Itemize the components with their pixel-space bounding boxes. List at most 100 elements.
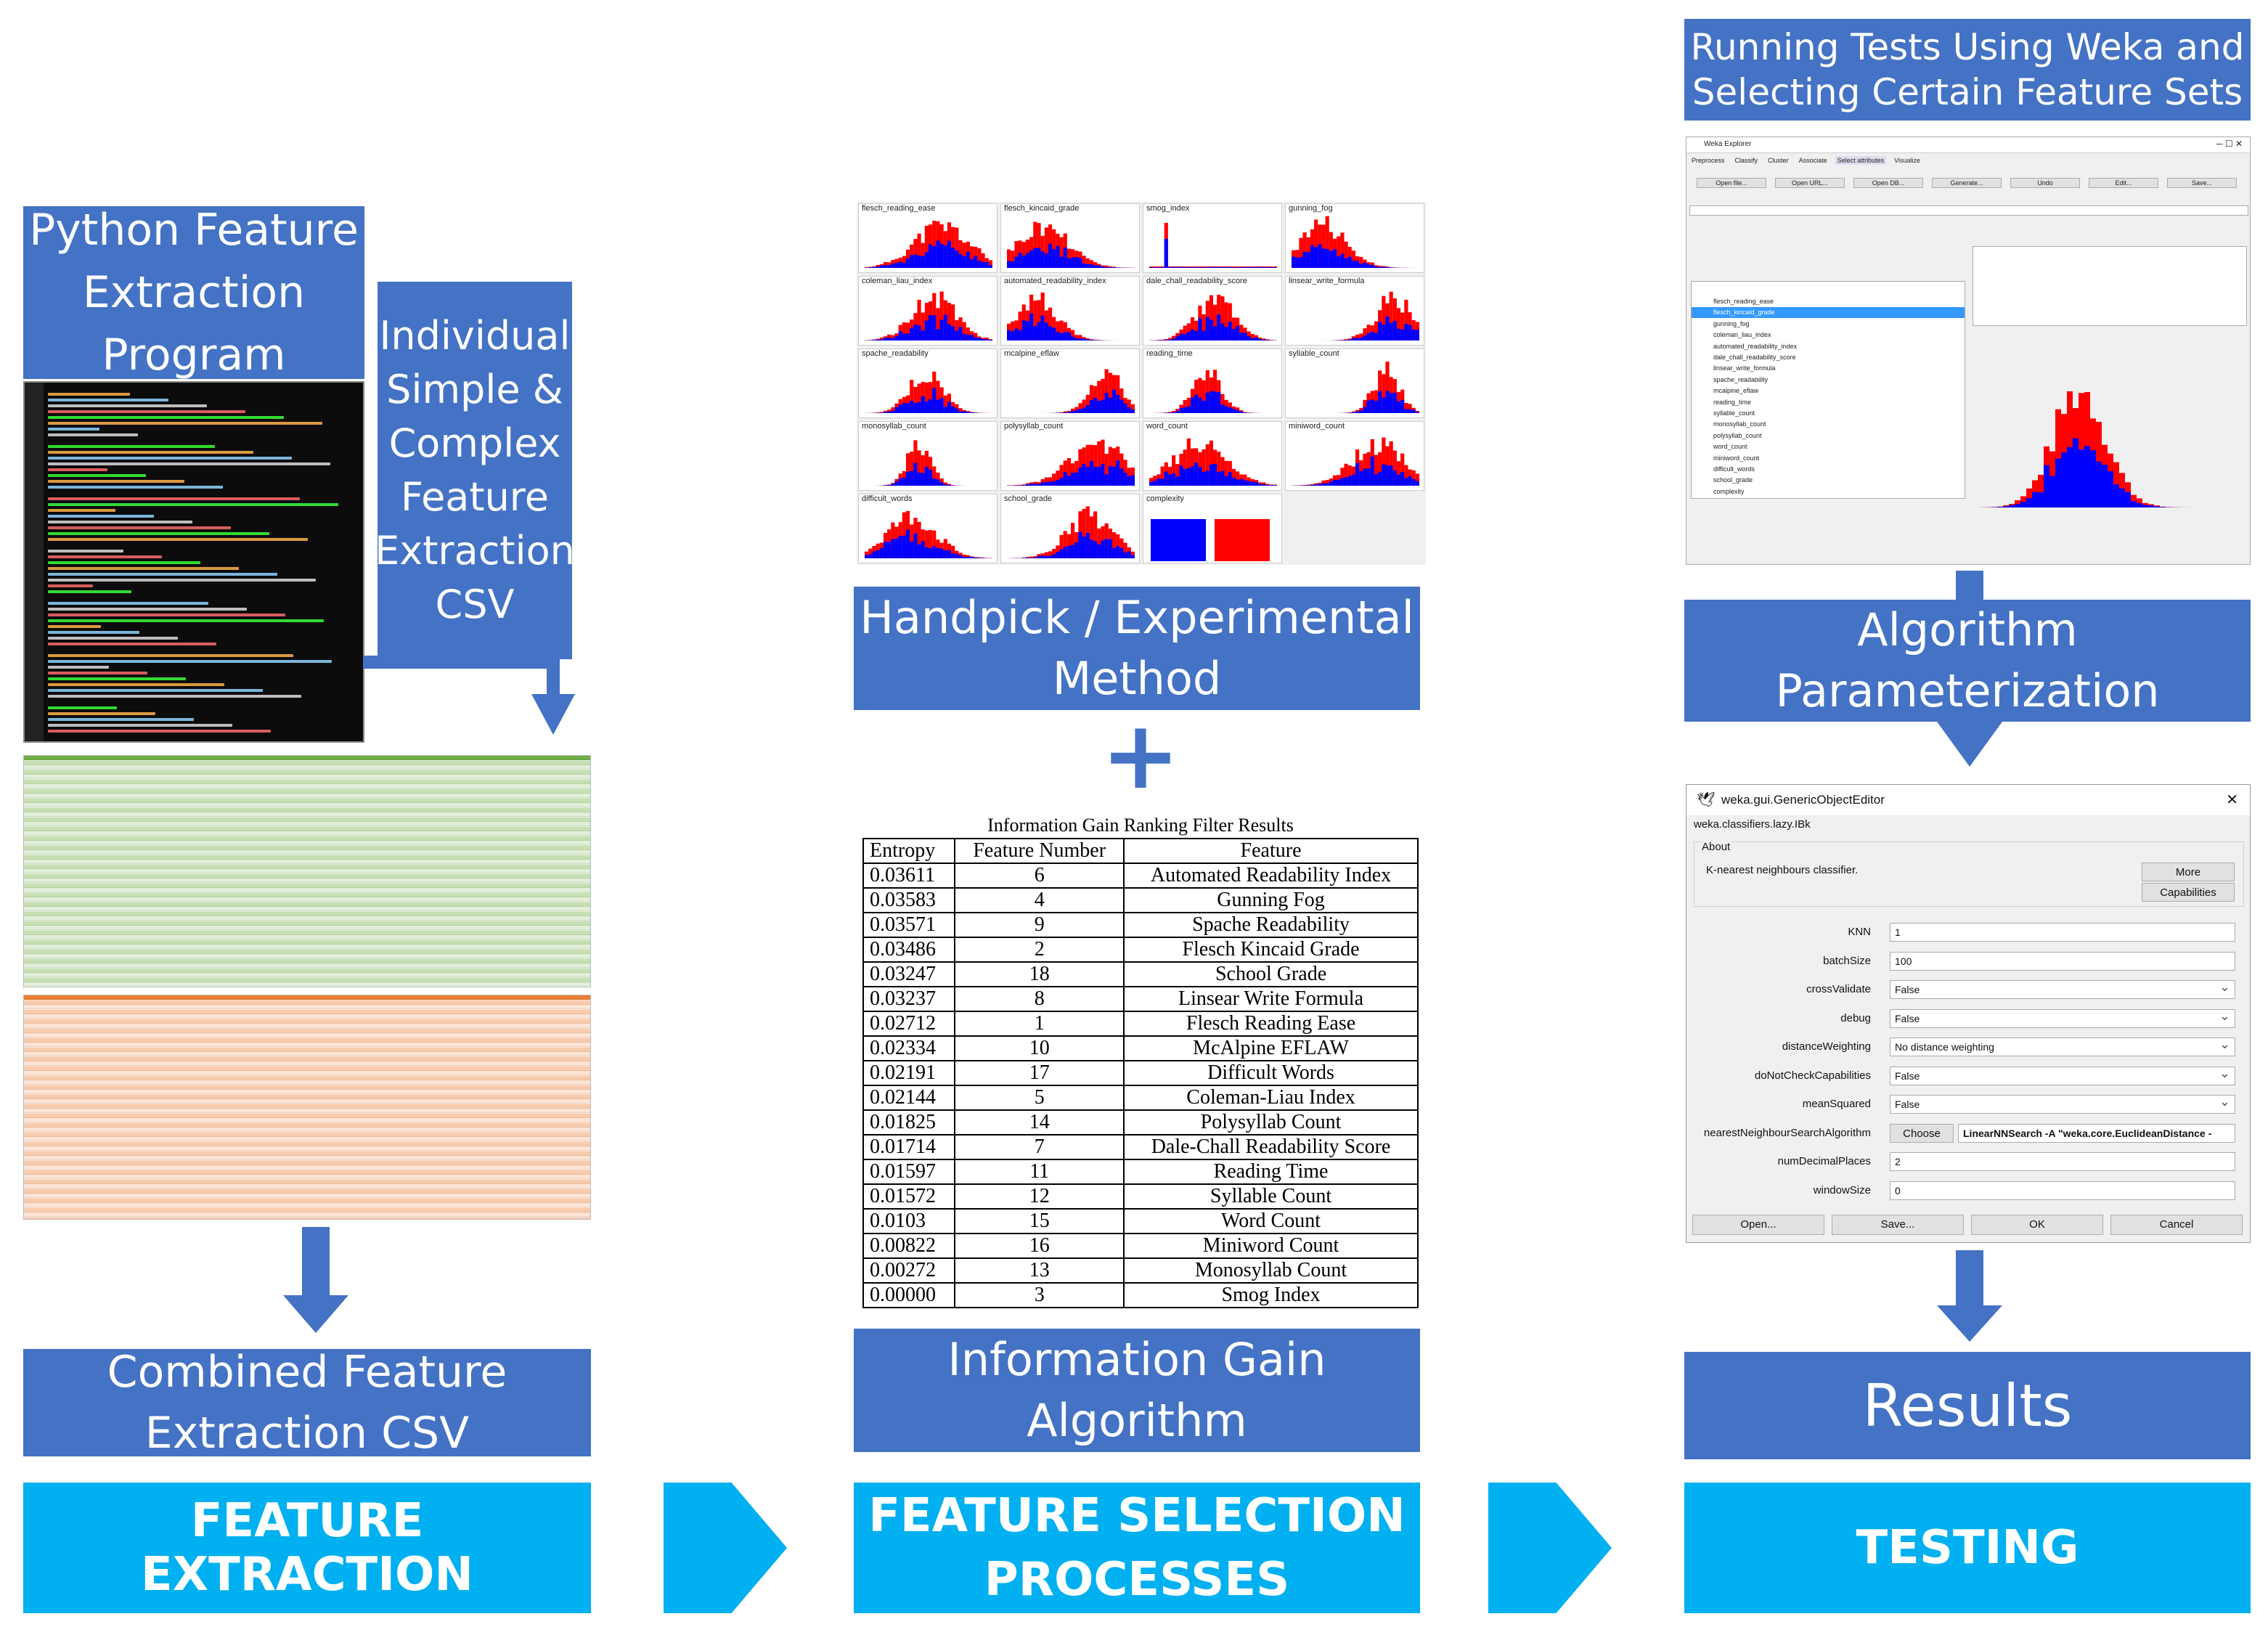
histogram-bar-red bbox=[1250, 333, 1255, 341]
attribute-row[interactable]: complexity bbox=[1692, 486, 1965, 497]
code-line bbox=[48, 677, 186, 680]
attribute-row[interactable]: difficult_words bbox=[1692, 464, 1965, 475]
histogram-bar-blue bbox=[905, 403, 910, 413]
histogram-bar-blue bbox=[905, 333, 910, 341]
generic-object-editor: 🕊 weka.gui.GenericObjectEditor ✕ weka.cl… bbox=[1686, 784, 2251, 1243]
histogram-bar-red bbox=[1400, 312, 1405, 341]
histogram-bar-red bbox=[1052, 548, 1056, 558]
histogram-bar-red bbox=[1314, 219, 1318, 268]
histogram-bar-blue bbox=[891, 410, 895, 413]
close-icon[interactable]: ✕ bbox=[2226, 792, 2238, 808]
histogram-bar-blue bbox=[1378, 391, 1382, 413]
weka-tab[interactable]: Select attributes bbox=[1835, 156, 1887, 165]
table-cell: Linsear Write Formula bbox=[1123, 986, 1419, 1012]
histogram-bar-blue bbox=[1059, 333, 1064, 341]
param-dropdown[interactable]: False bbox=[1890, 1095, 2235, 1114]
histogram-bar-red bbox=[1382, 374, 1386, 413]
histogram-bar-blue bbox=[1366, 468, 1371, 486]
weka-button[interactable]: Undo bbox=[2010, 178, 2080, 188]
code-line bbox=[48, 672, 147, 674]
capabilities-button[interactable]: Capabilities bbox=[2142, 883, 2235, 902]
footer-button[interactable]: Cancel bbox=[2110, 1215, 2243, 1235]
weka-tab[interactable]: Visualize bbox=[1894, 157, 1920, 164]
histogram-bar-blue bbox=[910, 470, 914, 486]
histogram-bar-blue bbox=[1209, 464, 1213, 486]
histogram-bar-blue bbox=[1347, 412, 1352, 413]
sheet-row bbox=[24, 1128, 590, 1132]
attribute-row[interactable]: flesch_kincaid_grade bbox=[1692, 307, 1965, 319]
histogram-bar-red bbox=[1329, 232, 1333, 268]
histogram-bar-red bbox=[977, 248, 982, 268]
param-dropdown[interactable]: No distance weighting bbox=[1890, 1037, 2235, 1056]
histogram-bar-blue bbox=[1089, 264, 1094, 268]
weka-button[interactable]: Save... bbox=[2167, 178, 2237, 188]
footer-button[interactable]: Save... bbox=[1832, 1215, 1964, 1235]
weka-tab[interactable]: Classify bbox=[1734, 157, 1758, 164]
histogram-bar-red bbox=[891, 407, 895, 413]
histogram-bar-red bbox=[1175, 464, 1180, 486]
code-line bbox=[48, 573, 277, 576]
param-input[interactable]: 2 bbox=[1890, 1152, 2235, 1171]
attribute-row[interactable]: automated_readability_index bbox=[1692, 341, 1965, 352]
attribute-row[interactable]: flesch_reading_ease bbox=[1692, 296, 1965, 307]
choose-button[interactable]: Choose bbox=[1890, 1123, 1954, 1143]
window-controls-icon[interactable]: ─ ☐ ✕ bbox=[2216, 139, 2243, 149]
histogram-bar-red bbox=[1078, 449, 1082, 486]
info-gain-table-caption: Information Gain Ranking Filter Results bbox=[987, 815, 1294, 836]
histogram-bar-red bbox=[1160, 339, 1164, 341]
param-dropdown[interactable]: False bbox=[1890, 1008, 2235, 1028]
histogram-bar-blue bbox=[1172, 338, 1176, 341]
weka-button[interactable]: Open URL... bbox=[1775, 178, 1845, 188]
param-input[interactable]: 1 bbox=[1890, 923, 2235, 942]
code-line bbox=[48, 555, 162, 558]
weka-tab[interactable]: Associate bbox=[1798, 157, 1827, 164]
param-dropdown[interactable]: False bbox=[1890, 980, 2235, 999]
histogram-bar-blue bbox=[1209, 319, 1213, 341]
attribute-row[interactable]: linsear_write_formula bbox=[1692, 363, 1965, 374]
attribute-row[interactable]: monosyllab_count bbox=[1692, 419, 1965, 430]
sheet-row bbox=[24, 798, 590, 803]
weka-button[interactable]: Generate... bbox=[1932, 178, 2002, 188]
histogram-bar-blue bbox=[1250, 266, 1255, 268]
param-dropdown[interactable]: False bbox=[1890, 1066, 2235, 1085]
histogram-bar-blue bbox=[1254, 482, 1259, 486]
attribute-row[interactable]: syllable_count bbox=[1692, 408, 1965, 419]
param-input[interactable]: LinearNNSearch -A "weka.core.EuclideanDi… bbox=[1958, 1123, 2235, 1143]
weka-button[interactable]: Edit... bbox=[2089, 178, 2158, 188]
attribute-row[interactable]: word_count bbox=[1692, 441, 1965, 452]
attribute-row[interactable]: gunning_fog bbox=[1692, 319, 1965, 330]
histogram-bar-blue bbox=[977, 261, 982, 268]
footer-button[interactable]: Open... bbox=[1692, 1215, 1824, 1235]
histogram-bar-blue bbox=[1021, 485, 1026, 486]
attribute-row[interactable]: polysyllab_count bbox=[1692, 431, 1965, 441]
attribute-row[interactable]: school_grade bbox=[1692, 475, 1965, 486]
sheet-row bbox=[24, 888, 590, 892]
histogram-bar-blue bbox=[1262, 266, 1266, 268]
weka-tab[interactable]: Cluster bbox=[1768, 157, 1789, 164]
orange-csv-sheet bbox=[23, 995, 591, 1220]
attribute-row[interactable]: reading_time bbox=[1692, 397, 1965, 408]
weka-button[interactable]: Open DB... bbox=[1853, 178, 1923, 188]
sheet-row bbox=[24, 1061, 590, 1066]
feature-histogram: polysyllab_count bbox=[1000, 421, 1140, 491]
table-cell: 4 bbox=[954, 887, 1125, 913]
histogram-bar-red bbox=[1063, 531, 1067, 558]
footer-button[interactable]: OK bbox=[1971, 1215, 2103, 1235]
weka-button[interactable]: Open file... bbox=[1697, 178, 1766, 188]
attribute-row[interactable]: miniword_count bbox=[1692, 453, 1965, 464]
param-input[interactable]: 0 bbox=[1890, 1181, 2235, 1200]
histogram-bar-red bbox=[1044, 552, 1048, 558]
param-input[interactable]: 100 bbox=[1890, 951, 2235, 971]
histogram-bar-red bbox=[939, 291, 944, 341]
weka-tab[interactable]: Preprocess bbox=[1692, 157, 1725, 164]
histogram-bar-blue bbox=[924, 466, 929, 486]
attribute-row[interactable]: dale_chall_readability_score bbox=[1692, 352, 1965, 363]
attribute-row[interactable]: mcalpine_eflaw bbox=[1692, 386, 1965, 396]
attribute-row[interactable]: coleman_liau_index bbox=[1692, 330, 1965, 341]
histogram-bar-blue bbox=[1116, 394, 1120, 413]
attribute-row[interactable]: spache_readability bbox=[1692, 375, 1965, 386]
more-button[interactable]: More bbox=[2142, 863, 2235, 881]
feature-histogram: mcalpine_eflaw bbox=[1000, 348, 1140, 418]
